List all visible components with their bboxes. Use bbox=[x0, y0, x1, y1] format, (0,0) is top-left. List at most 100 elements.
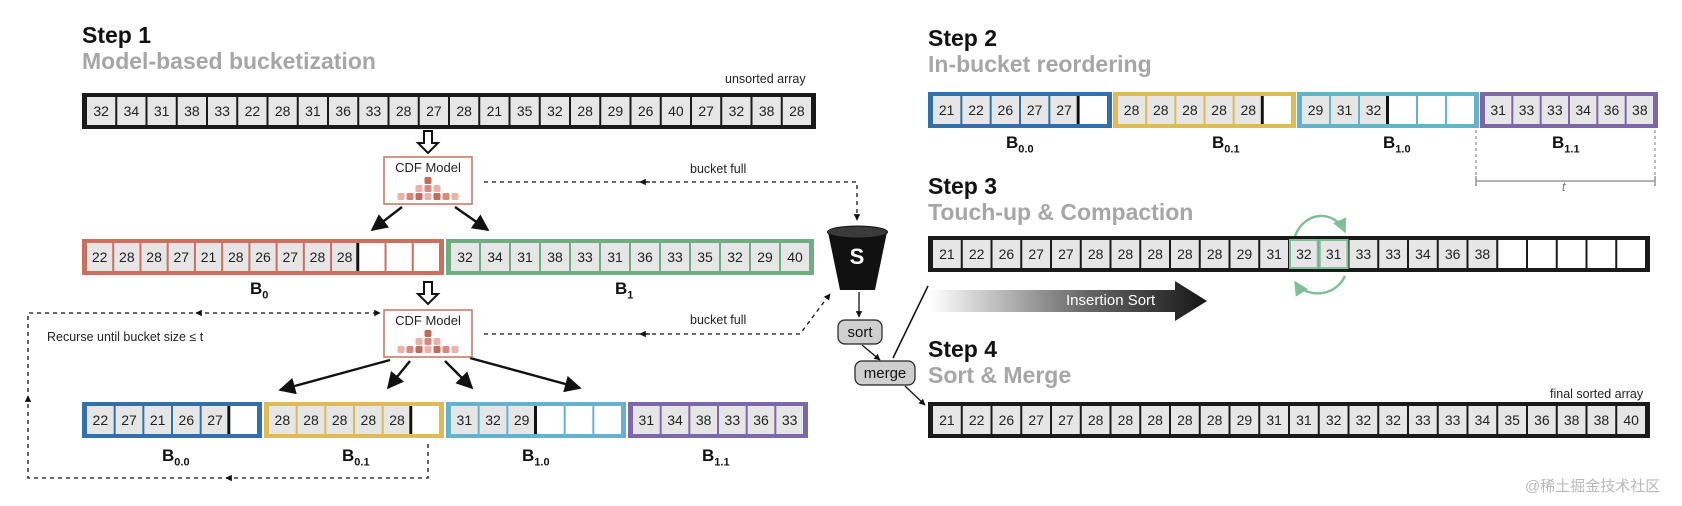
bucket-l2-1-cell bbox=[297, 406, 325, 434]
step3-array-value: 28 bbox=[1118, 246, 1134, 262]
bucket-full-label-1: bucket full bbox=[690, 162, 747, 176]
unsorted-array-value: 28 bbox=[275, 103, 291, 119]
bucket-l2-3-value: 38 bbox=[696, 412, 712, 428]
bucket-b0-cell bbox=[87, 243, 113, 271]
step3-array-cell bbox=[1111, 240, 1140, 268]
bucket-b0-value: 26 bbox=[255, 249, 271, 265]
bucket-b1-value: 32 bbox=[457, 249, 473, 265]
bucket-b1-cell bbox=[751, 243, 779, 271]
unsorted-array-cell bbox=[298, 97, 327, 125]
unsorted-array-cell bbox=[480, 97, 509, 125]
step3-array-cell bbox=[962, 240, 991, 268]
step2-bucket-2-empty-cell bbox=[1418, 96, 1445, 124]
bucket-l2-3-value: 31 bbox=[639, 412, 655, 428]
step3-array-value: 29 bbox=[1237, 246, 1253, 262]
bucket-b0-cell bbox=[250, 243, 276, 271]
unsorted-array-value: 33 bbox=[366, 103, 382, 119]
bucket-l2-2-empty-cell bbox=[565, 406, 593, 434]
step2-bucket-1-value: 28 bbox=[1211, 102, 1227, 118]
bucket-l2-2-cell bbox=[479, 406, 507, 434]
step3-array-value: 27 bbox=[1058, 246, 1074, 262]
unsorted-array-cell bbox=[389, 97, 418, 125]
step2-bucket-2-value: 29 bbox=[1308, 102, 1324, 118]
step3-array-value: 28 bbox=[1088, 246, 1104, 262]
step2-bucket-0-value: 21 bbox=[939, 102, 955, 118]
cdf-model-1-pyramid-square bbox=[442, 193, 450, 200]
step2-bucket-1-cell bbox=[1118, 96, 1146, 124]
swap-arrow-bottom bbox=[1293, 275, 1347, 297]
bucket-l2-3-value: 34 bbox=[667, 412, 683, 428]
bucket-b1-cell bbox=[691, 243, 719, 271]
unsorted-array-value: 31 bbox=[305, 103, 321, 119]
bucket-full-label-2: bucket full bbox=[690, 313, 747, 327]
step3-array-cell bbox=[1171, 240, 1199, 268]
bucket-b0-value: 27 bbox=[282, 249, 298, 265]
unsorted-array-cell bbox=[359, 97, 388, 125]
step2-bucket-0-value: 27 bbox=[1027, 102, 1043, 118]
bucket-l2-3-cell bbox=[661, 406, 689, 434]
step2-bucket-0-value: 22 bbox=[968, 102, 984, 118]
step2-bucket-3-value: 36 bbox=[1604, 102, 1620, 118]
unsorted-array-label: unsorted array bbox=[725, 72, 806, 86]
step3-array-cell bbox=[992, 240, 1021, 268]
unsorted-array-value: 26 bbox=[638, 103, 654, 119]
step4-array-value: 32 bbox=[1385, 412, 1401, 428]
bucket-label-b1: B1 bbox=[615, 279, 634, 302]
bucket-b0-cell bbox=[277, 243, 303, 271]
bucket-full-line-1 bbox=[484, 181, 861, 221]
step2-bucket-0-cell bbox=[962, 96, 990, 124]
watermark: @稀土掘金技术社区 bbox=[1525, 478, 1661, 495]
step3-array-cell bbox=[1200, 240, 1229, 268]
unsorted-array-cell bbox=[450, 97, 479, 125]
step2-bucket-1-value: 28 bbox=[1182, 102, 1198, 118]
step2-bucket-1-empty-cell bbox=[1263, 96, 1291, 124]
line-step3-merge bbox=[892, 285, 929, 359]
bucket-b1-cell bbox=[481, 243, 509, 271]
step2-bucket-0-fill-marker bbox=[1076, 96, 1080, 124]
bucket-b1-cell bbox=[451, 243, 479, 271]
cdf-model-2-pyramid-square bbox=[415, 346, 423, 353]
step2-bucket-0-empty-cell bbox=[1079, 96, 1107, 124]
unsorted-array-value: 34 bbox=[124, 103, 140, 119]
bucket-l2-1-cell bbox=[269, 406, 296, 434]
bucket-l2-3-value: 33 bbox=[782, 412, 798, 428]
bucket-label-b10: B1.0 bbox=[522, 446, 550, 469]
step2-bucket-0-cell bbox=[1021, 96, 1049, 124]
step4-array-cell bbox=[933, 406, 961, 434]
step2-bucket-0-cell bbox=[933, 96, 961, 124]
step4-array-cell bbox=[992, 406, 1021, 434]
bucket-l2-2-empty-cell bbox=[594, 406, 621, 434]
cdf-model-2-label: CDF Model bbox=[395, 313, 461, 328]
step3-array-cell bbox=[1468, 240, 1497, 268]
bucket-l2-1-cell bbox=[383, 406, 411, 434]
unsorted-array-cell bbox=[661, 97, 690, 125]
step3-array-cell bbox=[1230, 240, 1259, 268]
step4-subtitle: Sort & Merge bbox=[928, 362, 1072, 388]
t-width-label: t bbox=[1562, 180, 1566, 194]
step4-array-value: 34 bbox=[1475, 412, 1491, 428]
step4-array-value: 36 bbox=[1534, 412, 1550, 428]
bucket-full-line-2 bbox=[484, 293, 831, 335]
cdf-model-2-pyramid-square bbox=[424, 338, 432, 345]
unsorted-array-cell bbox=[87, 97, 116, 125]
step2-bucket-3-value: 33 bbox=[1519, 102, 1535, 118]
unsorted-array-cell bbox=[510, 97, 539, 125]
bucket-l2-0-value: 27 bbox=[207, 412, 223, 428]
bucket-l2-3-cell bbox=[776, 406, 803, 434]
step2-bucket-1-fill-marker bbox=[1260, 96, 1264, 124]
bucket-l2-2-cell bbox=[451, 406, 478, 434]
unsorted-array-value: 28 bbox=[456, 103, 472, 119]
cdf-model-2-pyramid-square bbox=[433, 338, 441, 345]
bucket-b0-value: 21 bbox=[201, 249, 217, 265]
step3-array-empty-cell bbox=[1557, 240, 1586, 268]
step4-array-cell bbox=[1587, 406, 1616, 434]
step4-array-cell bbox=[1290, 406, 1318, 434]
arrow-merge-step4 bbox=[904, 385, 926, 406]
step2-bucket-1-cell bbox=[1205, 96, 1233, 124]
step2-bucket-3-cell bbox=[1570, 96, 1597, 124]
recurse-label: Recurse until bucket size ≤ t bbox=[47, 330, 204, 344]
bucket-l2-1-fill-marker bbox=[409, 406, 413, 434]
bucket-b1-value: 31 bbox=[517, 249, 533, 265]
step3-array-cell bbox=[1318, 239, 1349, 269]
